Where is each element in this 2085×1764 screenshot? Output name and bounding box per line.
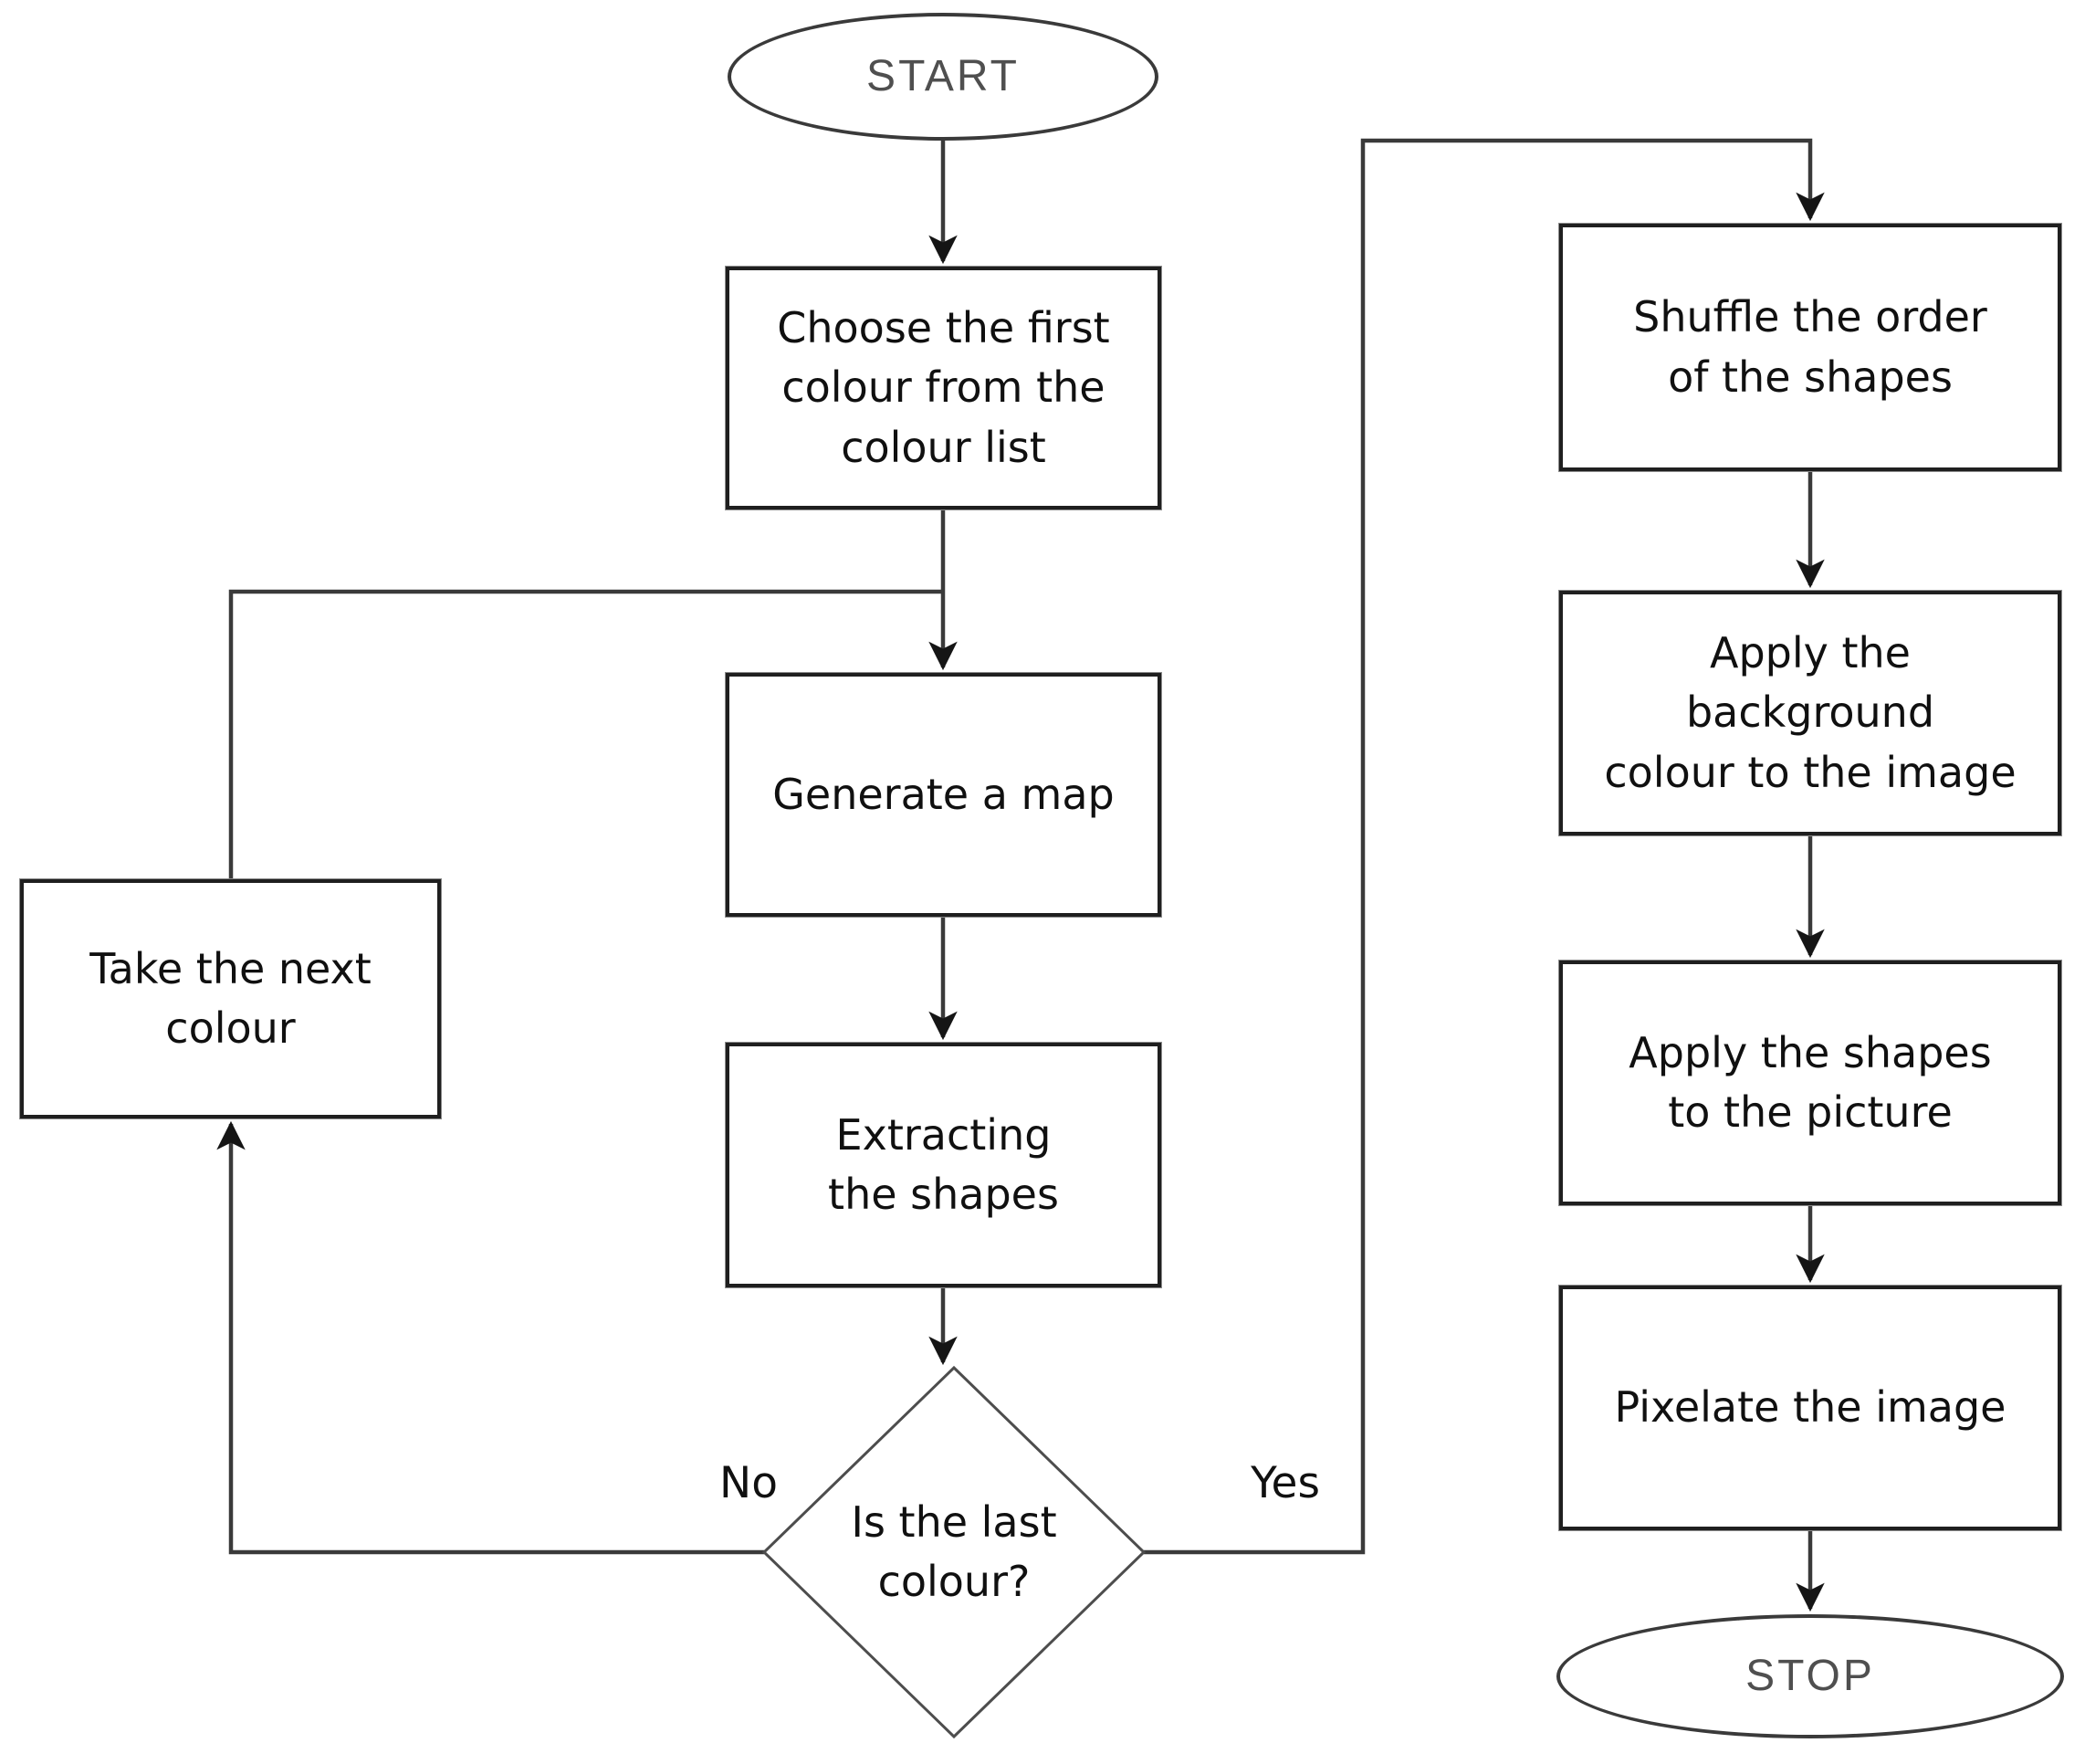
- choose-first-colour-label: Choose the first colour from the colour …: [777, 303, 1110, 472]
- apply-shapes-label: Apply the shapes to the picture: [1629, 1027, 1992, 1137]
- start-label: START: [866, 51, 1020, 100]
- yes-branch-label: Yes: [1251, 1457, 1320, 1508]
- extracting-shapes-box: Extracting the shapes: [726, 1043, 1161, 1287]
- decision-diamond: [761, 1365, 1147, 1739]
- is-last-colour-label: Is the last colour?: [851, 1496, 1057, 1606]
- apply-background-box: Apply the background colour to the image: [1559, 591, 2061, 835]
- start-terminator: START: [728, 13, 1158, 141]
- edge-yes-to-shuffle: [1144, 138, 1825, 1555]
- take-next-colour-box: Take the next colour: [20, 879, 441, 1118]
- pixelate-image-label: Pixelate the image: [1614, 1382, 2006, 1433]
- apply-shapes-box: Apply the shapes to the picture: [1559, 961, 2061, 1205]
- edge-take-next-merge: [228, 589, 943, 879]
- generate-map-label: Generate a map: [772, 769, 1115, 819]
- apply-background-label: Apply the background colour to the image: [1604, 628, 2017, 797]
- edge-no-to-take-next: [216, 1120, 764, 1555]
- shuffle-shapes-box: Shuffle the order of the shapes: [1559, 224, 2061, 471]
- pixelate-image-box: Pixelate the image: [1559, 1286, 2061, 1530]
- stop-terminator: STOP: [1556, 1614, 2064, 1738]
- choose-first-colour-box: Choose the first colour from the colour …: [726, 267, 1161, 509]
- shuffle-shapes-label: Shuffle the order of the shapes: [1633, 292, 1987, 402]
- extracting-shapes-label: Extracting the shapes: [828, 1109, 1059, 1219]
- no-branch-label: No: [719, 1457, 778, 1508]
- take-next-colour-label: Take the next colour: [89, 943, 372, 1053]
- is-last-colour-decision: Is the last colour?: [771, 1461, 1137, 1643]
- generate-map-box: Generate a map: [726, 673, 1161, 917]
- stop-label: STOP: [1745, 1651, 1875, 1700]
